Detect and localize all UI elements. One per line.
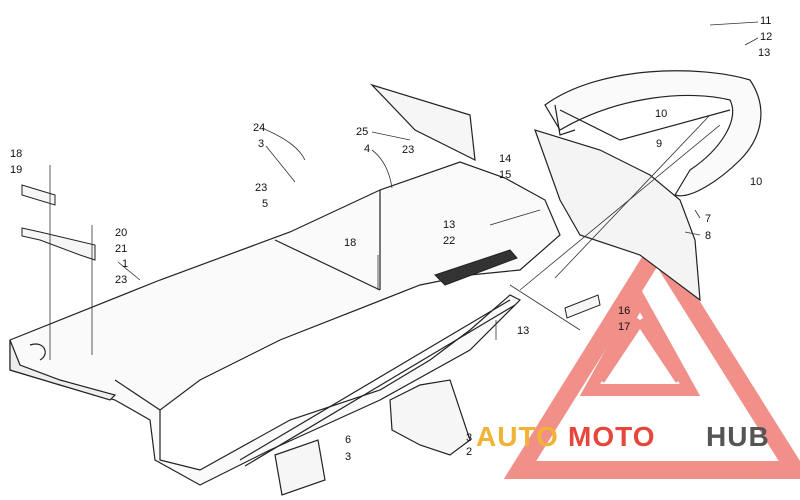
- callout-4: 4: [364, 143, 370, 155]
- callout-3-top: 3: [258, 138, 264, 150]
- callout-15: 15: [499, 169, 511, 181]
- callout-labels: 1 2 3 3 3 4 5 6 7 8 9 10 10 11 12 13 13 …: [10, 15, 772, 463]
- callout-13-top: 13: [758, 47, 770, 59]
- callout-7: 7: [705, 213, 711, 225]
- rear-flap: [534, 129, 701, 302]
- callout-18-left: 18: [10, 148, 22, 160]
- rear-bumper: [544, 70, 762, 197]
- watermark-text: AUTO MOTO HUB: [476, 421, 770, 452]
- callout-10-top: 10: [655, 108, 667, 120]
- callout-3-bracket: 3: [466, 432, 472, 444]
- callout-9: 9: [656, 138, 662, 150]
- callout-23-right: 23: [402, 144, 414, 156]
- panel-25: [369, 83, 476, 162]
- callout-22: 22: [443, 235, 455, 247]
- leader-lines: [49, 114, 721, 360]
- callout-6: 6: [345, 434, 351, 446]
- callout-10-right: 10: [750, 176, 762, 188]
- watermark-hub: HUB: [706, 421, 770, 452]
- callout-25: 25: [356, 126, 368, 138]
- callout-12: 12: [760, 31, 772, 43]
- plate-16: [564, 294, 601, 319]
- watermark-triangle-logo: [503, 233, 800, 479]
- callout-24: 24: [253, 122, 265, 134]
- callout-13-mid: 13: [443, 219, 455, 231]
- callout-11: 11: [760, 15, 771, 27]
- callout-23-left: 23: [115, 274, 127, 286]
- callout-14: 14: [499, 153, 511, 165]
- callout-20: 20: [115, 227, 127, 239]
- watermark-auto: AUTO: [476, 421, 559, 452]
- lower-bracket: [389, 379, 471, 456]
- callout-13-low: 13: [517, 325, 529, 337]
- callout-18-mid: 18: [344, 237, 356, 249]
- callout-1: 1: [122, 258, 128, 270]
- tunnel-chassis: [9, 161, 561, 486]
- watermark-moto: MOTO: [568, 421, 655, 452]
- callout-3-plate: 3: [345, 451, 351, 463]
- callout-16: 16: [618, 305, 630, 317]
- callout-8: 8: [705, 230, 711, 242]
- callout-19: 19: [10, 164, 22, 176]
- callout-5: 5: [262, 198, 268, 210]
- callout-2: 2: [466, 446, 472, 458]
- callout-17: 17: [618, 321, 630, 333]
- decal-22: [434, 249, 518, 286]
- callout-21: 21: [115, 243, 127, 255]
- left-brackets: [21, 184, 96, 261]
- callout-leaders: [117, 21, 759, 281]
- plate-6: [274, 439, 326, 496]
- callout-23-mid: 23: [255, 182, 267, 194]
